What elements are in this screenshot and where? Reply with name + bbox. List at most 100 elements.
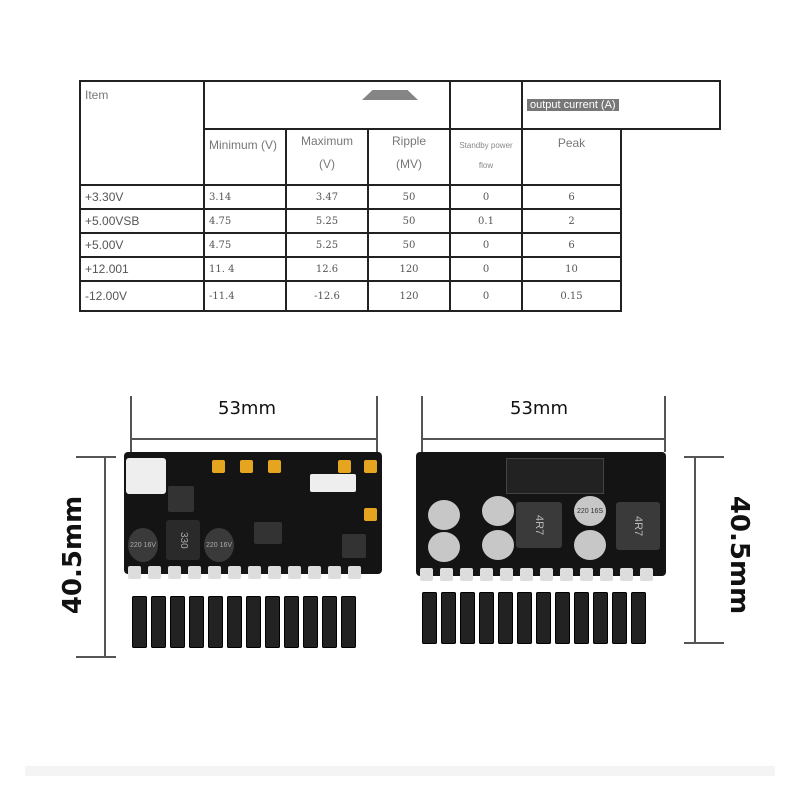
atx-pin: [441, 592, 456, 644]
connector-white: [126, 458, 166, 494]
header-maximum-line2: (V): [319, 157, 335, 171]
screw-terminal: [228, 566, 241, 579]
tantalum-cap: [364, 460, 377, 473]
atx-pin: [227, 596, 242, 648]
inductor-4r7: 4R7: [516, 502, 562, 548]
screw-terminal: [328, 566, 341, 579]
cell-ripple: 50: [367, 232, 451, 258]
right-atx-pins: [422, 592, 646, 644]
screw-terminal: [208, 566, 221, 579]
tantalum-cap: [268, 460, 281, 473]
screw-terminal: [480, 568, 493, 581]
header-ripple-line1: Ripple: [391, 134, 427, 148]
capacitor: 220 16S: [574, 496, 606, 526]
left-pcb: 330 220 16V 220 16V: [124, 452, 382, 579]
atx-pin: [170, 596, 185, 648]
atx-pin: [517, 592, 532, 644]
dim-tick: [376, 396, 378, 452]
atx-pin: [246, 596, 261, 648]
tantalum-cap: [364, 508, 377, 521]
cell-min: 4.75: [203, 208, 287, 234]
tantalum-cap: [240, 460, 253, 473]
cell-standby: 0: [449, 280, 523, 312]
capacitor: [482, 530, 514, 560]
dim-line: [694, 456, 696, 644]
screw-terminal: [348, 566, 361, 579]
table-row: +3.30V 3.14 3.47 50 0 6: [79, 184, 720, 210]
table-row: +5.00VSB 4.75 5.25 50 0.1 2: [79, 208, 720, 234]
dim-line: [130, 438, 378, 440]
atx-pin: [284, 596, 299, 648]
cell-standby: 0: [449, 232, 523, 258]
mosfet-array: [506, 458, 604, 494]
capacitor: [482, 496, 514, 526]
dim-line: [104, 456, 106, 658]
screw-terminal: [560, 568, 573, 581]
cell-peak: 10: [521, 256, 622, 282]
dim-tick: [76, 456, 116, 458]
atx-pin: [151, 596, 166, 648]
chip: [168, 486, 194, 512]
header-ripple: Ripple (MV): [367, 128, 451, 186]
right-width-label: 53mm: [510, 398, 568, 419]
screw-terminal: [248, 566, 261, 579]
table-row: +5.00V 4.75 5.25 50 0 6: [79, 232, 720, 258]
atx-pin: [574, 592, 589, 644]
header-connector: [310, 474, 356, 492]
capacitor: [574, 530, 606, 560]
chip: [254, 522, 282, 544]
cell-item: +12.001: [79, 256, 205, 282]
tantalum-cap: [212, 460, 225, 473]
cell-standby: 0: [449, 184, 523, 210]
screw-terminal: [148, 566, 161, 579]
header-maximum-line1: Maximum: [300, 134, 353, 148]
cell-max: 3.47: [285, 184, 369, 210]
right-height-label: 40.5mm: [724, 495, 755, 615]
right-pcb: 220 16S 4R7 4R7: [416, 452, 666, 581]
dim-line: [421, 438, 666, 440]
cell-peak: 2: [521, 208, 622, 234]
header-item: Item: [79, 80, 205, 186]
atx-pin: [322, 596, 337, 648]
atx-pin: [422, 592, 437, 644]
left-atx-pins: [132, 596, 356, 648]
screw-terminal: [440, 568, 453, 581]
header-standby-line2: flow: [478, 161, 494, 170]
cell-ripple: 50: [367, 184, 451, 210]
cell-peak: 0.15: [521, 280, 622, 312]
header-output-current: output current (A): [521, 80, 721, 130]
header-ripple-line2: (MV): [396, 157, 422, 171]
dim-tick: [664, 396, 666, 452]
screw-terminal: [580, 568, 593, 581]
dim-tick: [684, 642, 724, 644]
dim-tick: [76, 656, 116, 658]
chip: [342, 534, 366, 558]
header-minimum: Minimum (V): [203, 128, 287, 186]
cell-min: 3.14: [203, 184, 287, 210]
dim-tick: [130, 396, 132, 452]
screw-terminal: [188, 566, 201, 579]
left-height-label: 40.5mm: [58, 495, 89, 615]
screw-row: [128, 566, 361, 579]
cell-max: -12.6: [285, 280, 369, 312]
cell-max: 5.25: [285, 208, 369, 234]
spec-table: Item output current (A) Minimum (V) Maxi…: [79, 80, 721, 312]
cell-ripple: 120: [367, 256, 451, 282]
cell-max: 12.6: [285, 256, 369, 282]
header-peak: Peak: [521, 128, 622, 186]
screw-terminal: [520, 568, 533, 581]
atx-pin: [555, 592, 570, 644]
screw-terminal: [640, 568, 653, 581]
header-spacer: [449, 80, 523, 130]
output-current-label: output current (A): [527, 99, 619, 111]
capacitor: [428, 500, 460, 530]
screw-terminal: [460, 568, 473, 581]
atx-pin: [341, 596, 356, 648]
cell-standby: 0: [449, 256, 523, 282]
screw-terminal: [268, 566, 281, 579]
atx-pin: [208, 596, 223, 648]
atx-pin: [536, 592, 551, 644]
inductor-330: 330: [166, 520, 200, 560]
atx-pin: [479, 592, 494, 644]
cell-max: 5.25: [285, 232, 369, 258]
